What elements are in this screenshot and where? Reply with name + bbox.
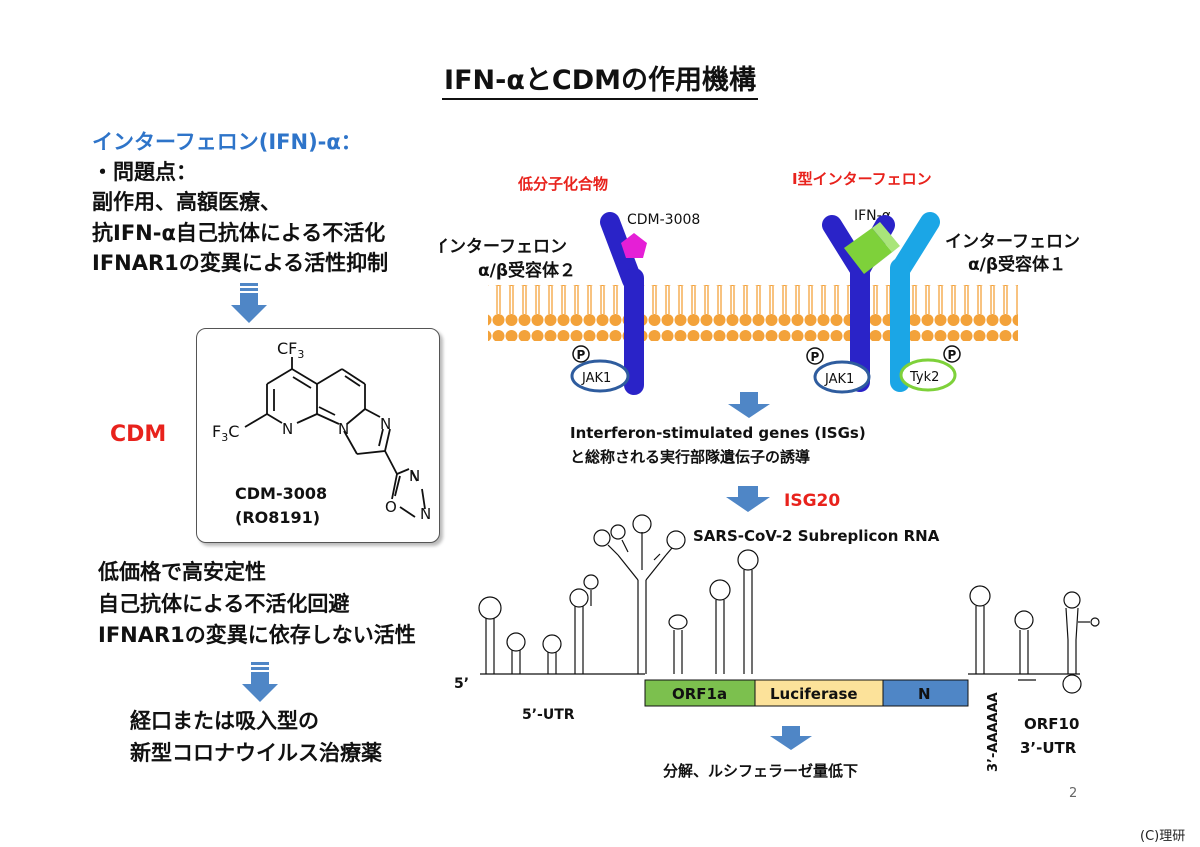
phospho-letter: P	[948, 348, 957, 362]
atom-n: N	[380, 415, 391, 433]
atom-o: O	[385, 498, 397, 516]
benefit-line: 自己抗体による不活化回避	[98, 592, 350, 616]
cdm-3008-structure: CF3 F3C N N N N N O CDM-3008 (RO8191)	[212, 339, 431, 527]
type1-ifn-label: Ⅰ型インターフェロン	[792, 170, 932, 188]
receptor2-label: インターフェロン	[440, 237, 567, 257]
f-label: F	[212, 422, 221, 441]
svg-text:F3C: F3C	[212, 422, 239, 444]
result-line: 新型コロナウイルス治療薬	[130, 741, 382, 765]
atom-n: N	[409, 467, 420, 485]
atom-n: N	[420, 505, 431, 523]
receptor-2	[600, 212, 644, 395]
jak1-label: JAK1	[824, 372, 854, 387]
problem-line: 副作用、高額医療、	[92, 190, 281, 214]
down-arrow-icon	[231, 283, 267, 323]
phospho-letter: P	[577, 348, 586, 362]
jak1-kinase	[570, 359, 630, 393]
credit: (C)理研	[1140, 829, 1186, 844]
cdm-label: CDM	[110, 422, 167, 447]
down-arrow-icon	[726, 486, 770, 512]
phospho-letter: P	[811, 350, 820, 364]
replicon-title: SARS-CoV-2 Subreplicon RNA	[693, 527, 940, 545]
rna-structure	[478, 514, 1100, 694]
isg20-label: ISG20	[784, 491, 840, 511]
orf1a-segment	[644, 679, 756, 707]
c-label: C	[228, 422, 239, 441]
orf1a-label: ORF1a	[672, 685, 727, 703]
cdm-3008-label: CDM-3008	[627, 212, 700, 228]
luciferase-segment	[754, 679, 884, 707]
page-title: IFN-αとCDMの作用機構	[0, 58, 1200, 100]
isg-line: Interferon-stimulated genes (ISGs)	[570, 424, 866, 442]
subscript: 3	[221, 431, 228, 444]
down-arrow-icon	[770, 726, 812, 750]
result-line: 経口または吸入型の	[130, 709, 319, 733]
problem-line: IFNAR1の変異による活性抑制	[92, 251, 389, 275]
page-number: 2	[1069, 786, 1078, 801]
cdm-3008-molecule	[621, 233, 647, 258]
mechanism-diagram: 低分子化合物 Ⅰ型インターフェロン CDM-3008 IFN-α インターフェロ…	[440, 170, 1100, 780]
atom-n: N	[282, 420, 293, 438]
receptor2-label: α/β受容体２	[478, 260, 576, 281]
n-label: N	[918, 685, 931, 703]
five-utr-label: 5’-UTR	[522, 707, 575, 723]
cell-membrane	[488, 285, 1018, 341]
jak1-kinase	[813, 360, 871, 394]
isg-line: と総称される実行部隊遺伝子の誘導	[570, 448, 810, 466]
tyk2-label: Tyk2	[909, 370, 939, 385]
tyk2-kinase	[899, 358, 957, 392]
receptor1-label: インターフェロン	[945, 232, 1080, 252]
down-arrow-icon	[242, 662, 278, 702]
svg-text:CF3: CF3	[277, 339, 304, 361]
n-segment	[882, 679, 969, 707]
compound-name: CDM-3008	[235, 484, 327, 503]
five-prime-label: 5’	[454, 676, 469, 692]
phospho-icon	[572, 345, 590, 363]
benefit-line: IFNAR1の変異に依存しない活性	[98, 623, 416, 647]
problem-line: 抗IFN-α自己抗体による不活化	[92, 221, 386, 245]
luciferase-label: Luciferase	[770, 685, 858, 703]
poly-a-label: 3’-AAAAAA	[986, 692, 1001, 772]
ifn-alpha-molecule	[844, 222, 900, 274]
small-molecule-label: 低分子化合物	[517, 175, 608, 193]
down-arrow-icon	[728, 392, 770, 418]
phospho-icon	[806, 347, 824, 365]
structure-box: CF3 F3C N N N N N O CDM-3008 (RO8191)	[196, 328, 440, 543]
phospho-icon	[943, 345, 961, 363]
compound-code: (RO8191)	[235, 508, 320, 527]
three-utr-label: 3’-UTR	[1020, 739, 1077, 757]
degradation-label: 分解、ルシフェラーゼ量低下	[663, 762, 858, 780]
problems-heading: ・問題点：	[92, 160, 197, 184]
cf3-label: CF	[277, 339, 297, 358]
ifn-heading: インターフェロン(IFN)-α：	[92, 130, 362, 154]
subscript: 3	[297, 348, 304, 361]
jak1-label: JAK1	[581, 371, 611, 386]
receptor1-label: α/β受容体１	[968, 254, 1066, 275]
orf10-label: ORF10	[1024, 715, 1079, 733]
benefit-line: 低価格で高安定性	[98, 560, 266, 584]
atom-n: N	[338, 420, 349, 438]
